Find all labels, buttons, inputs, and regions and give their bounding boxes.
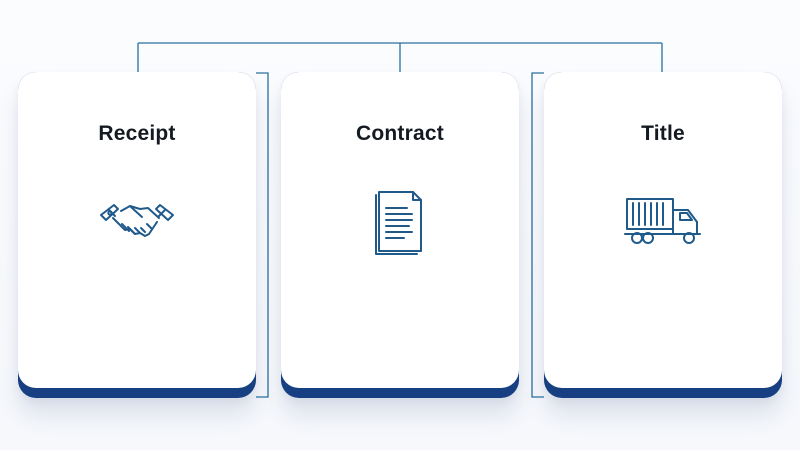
title-card-title: Title: [641, 122, 685, 145]
receipt-card-panel: Receipt: [18, 72, 256, 388]
document-icon: [354, 184, 446, 258]
receipt-card-title: Receipt: [98, 122, 176, 145]
right-link-line: [531, 72, 544, 398]
contract-card-title: Contract: [356, 122, 444, 145]
handshake-icon: [91, 184, 183, 258]
truck-icon: [617, 184, 709, 258]
left-link-line: [256, 72, 269, 398]
title-card: Title: [544, 72, 782, 398]
title-card-panel: Title: [544, 72, 782, 388]
receipt-card: Receipt: [18, 72, 256, 398]
contract-card: Contract: [281, 72, 519, 398]
contract-card-panel: Contract: [281, 72, 519, 388]
